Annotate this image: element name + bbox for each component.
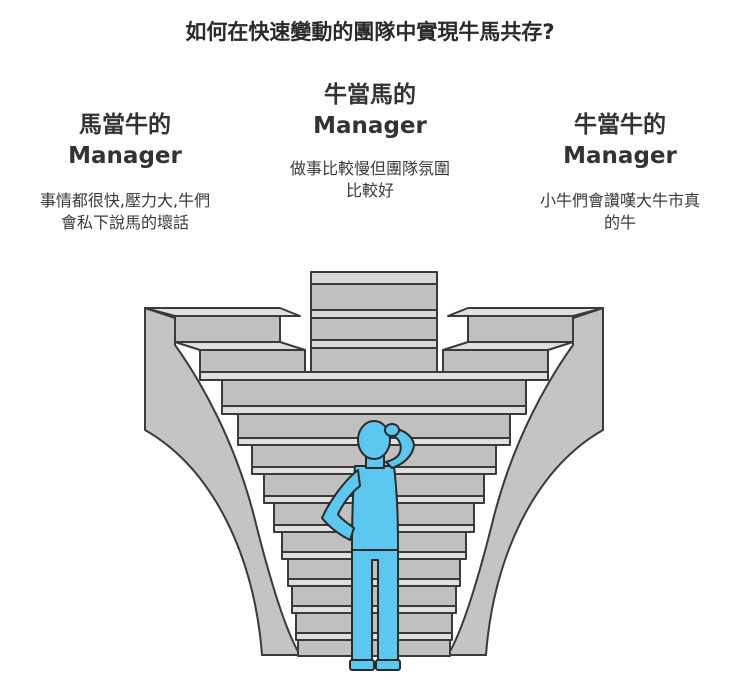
option-left-desc-line2: 會私下說馬的壞話 xyxy=(60,213,189,232)
left-wall xyxy=(144,307,301,656)
option-center-heading-line1: 牛當馬的 xyxy=(324,82,416,108)
right-wall xyxy=(447,307,604,656)
person-left-arm xyxy=(321,469,361,541)
option-right-desc-line1: 小牛們會讚嘆大牛市真 xyxy=(539,191,700,210)
option-right-desc-line2: 的牛 xyxy=(603,213,636,232)
option-center-desc-line2: 比較好 xyxy=(345,181,394,200)
option-center: 牛當馬的 Manager 做事比較慢但團隊氛圍 比較好 xyxy=(255,80,485,202)
option-right-heading-line1: 牛當牛的 xyxy=(574,112,666,138)
option-left-desc-line1: 事情都很快,壓力大,牛們 xyxy=(39,191,211,210)
person-head xyxy=(357,420,391,460)
option-left-heading-line1: 馬當牛的 xyxy=(79,112,171,138)
left-upper-stairs xyxy=(144,307,306,375)
right-upper-stairs xyxy=(442,307,604,375)
option-right-heading-line2: Manager xyxy=(563,143,677,169)
person-torso xyxy=(351,465,399,551)
option-right: 牛當牛的 Manager 小牛們會讚嘆大牛市真 的牛 xyxy=(505,110,735,234)
option-left-heading-line2: Manager xyxy=(68,143,182,169)
option-center-heading-line2: Manager xyxy=(313,113,427,139)
diagram-title: 如何在快速變動的團隊中實現牛馬共存? xyxy=(185,20,555,44)
option-center-desc-line1: 做事比較慢但團隊氛圍 xyxy=(289,159,450,178)
center-stack xyxy=(310,271,438,373)
option-left: 馬當牛的 Manager 事情都很快,壓力大,牛們 會私下說馬的壞話 xyxy=(10,110,240,234)
person-figure xyxy=(321,420,415,671)
